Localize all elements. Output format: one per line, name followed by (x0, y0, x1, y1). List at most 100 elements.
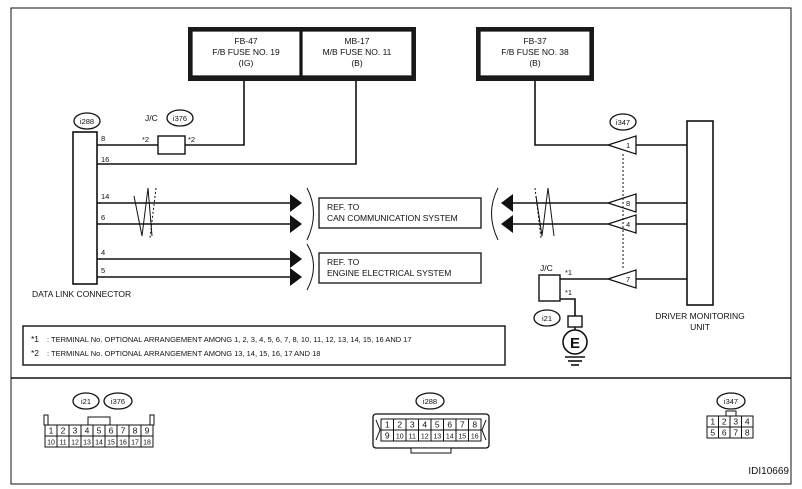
fuse-box-right: FB-37 F/B FUSE NO. 38 (B) (476, 27, 594, 81)
fuse-fb37 (479, 30, 591, 77)
ref-box-can (318, 197, 482, 229)
figure-id: IDI10669 (748, 466, 789, 477)
face2-guide-right (481, 419, 487, 441)
face3-pin-label-2: 2 (722, 417, 727, 427)
fuse-fb37-line1: FB-37 (523, 36, 546, 46)
face1-pin-label-6: 6 (109, 426, 114, 436)
ref-can-line2: CAN COMMUNICATION SYSTEM (327, 213, 458, 223)
fuse-fb37-line3: (B) (529, 58, 541, 68)
jc-label-top: J/C (145, 113, 158, 123)
dmu-terminal-1 (605, 135, 637, 155)
face1-pin-label-10: 10 (47, 440, 55, 447)
face-tag-i376-label: i376 (111, 397, 125, 406)
face2-pin-label-13: 13 (433, 434, 441, 441)
face2-cell-16 (468, 429, 482, 442)
ref-can-line1: REF. TO (327, 202, 360, 212)
twisted-pair-right (535, 187, 555, 237)
dmu-terminal-4 (605, 214, 637, 234)
fuse-box-left: FB-47 F/B FUSE NO. 19 (IG) MB-17 M/B FUS… (188, 27, 416, 81)
face3-pin-label-1: 1 (710, 417, 715, 427)
bracket-can-right (491, 187, 499, 241)
wire-jc-to-ground (560, 298, 576, 316)
dmu-terminal-8 (605, 193, 637, 213)
face3-pin-label-6: 6 (722, 428, 727, 438)
arrow-pin14 (290, 194, 302, 212)
dlc-pin-5: 5 (101, 266, 105, 275)
twisted-pair-shield-left (149, 187, 157, 239)
dlc-pin-4: 4 (101, 248, 105, 257)
ref-engine-line2: ENGINE ELECTRICAL SYSTEM (327, 268, 451, 278)
connector-tag-i21-label: i21 (542, 314, 552, 323)
dmu-label-line2: UNIT (690, 322, 710, 332)
face1-pin-label-4: 4 (85, 426, 90, 436)
face-tag-i21 (72, 392, 100, 410)
fuse-fb47-line2: F/B FUSE NO. 19 (212, 47, 280, 57)
data-link-connector-label: DATA LINK CONNECTOR (32, 289, 131, 299)
dlc-pin-16: 16 (101, 155, 109, 164)
fuse-mb17 (301, 30, 413, 77)
diagram-frame (10, 7, 792, 485)
connector-tag-i376 (166, 109, 194, 127)
face1-pin-label-16: 16 (119, 440, 127, 447)
jc-star1-top: *1 (565, 268, 572, 277)
face2-pin-label-2: 2 (397, 420, 402, 430)
fuse-fb47-line1: FB-47 (234, 36, 257, 46)
fuse-fb47 (191, 30, 301, 77)
note2-mark: *2 (31, 348, 39, 358)
dmu-pin-7: 7 (626, 275, 630, 284)
face1-pin-label-17: 17 (131, 440, 139, 447)
face2-pin-label-11: 11 (409, 434, 416, 441)
connector-tag-i347 (609, 113, 637, 131)
bracket-engine-left (306, 243, 314, 291)
note1-text: : TERMINAL No. OPTIONAL ARRANGEMENT AMON… (47, 335, 412, 344)
twisted-pair-shield-right (534, 187, 542, 239)
wire-pin16-to-mb17 (97, 81, 357, 165)
dmu-pin-4: 4 (626, 220, 630, 229)
driver-monitoring-unit (686, 120, 714, 306)
arrow-pin6 (290, 215, 302, 233)
twisted-pair-left (133, 187, 153, 237)
face2-pin-label-9: 9 (385, 431, 390, 441)
jc-star2-right: *2 (188, 135, 195, 144)
face1-pin-label-11: 11 (59, 440, 66, 447)
face3-pin-label-8: 8 (745, 428, 750, 438)
wire-fb37-to-dmu-pin1 (534, 81, 608, 146)
fuse-mb17-line3: (B) (351, 58, 363, 68)
face2-pin-label-7: 7 (460, 420, 465, 430)
ground-label: E (570, 335, 580, 352)
connector-tag-i288 (73, 112, 101, 130)
fuse-fb37-line2: F/B FUSE NO. 38 (501, 47, 569, 57)
face-tag-i376 (103, 392, 133, 410)
ground-terminal (567, 315, 583, 328)
connector-tag-i376-label: i376 (173, 114, 187, 123)
dmu-label-line1: DRIVER MONITORING (655, 311, 745, 321)
face1-pin-label-13: 13 (83, 440, 91, 447)
face1-latch-left (43, 414, 49, 426)
face3-pin-label-4: 4 (745, 417, 750, 427)
joint-connector-i376 (157, 135, 186, 155)
face3-pin-label-5: 5 (710, 428, 715, 438)
connector-tag-i21 (533, 309, 561, 327)
face1-cell-18 (140, 435, 154, 448)
dlc-pin-14: 14 (101, 192, 109, 201)
fuse-mb17-line2: M/B FUSE NO. 11 (323, 47, 392, 57)
face2-pin-label-16: 16 (471, 434, 479, 441)
face-tag-i21-label: i21 (81, 397, 91, 406)
data-link-connector (72, 131, 98, 285)
face-tag-i288-label: i288 (423, 397, 437, 406)
face1-pin-label-7: 7 (121, 426, 126, 436)
connector-tag-i347-label: i347 (616, 118, 630, 127)
face3-pin-label-3: 3 (733, 417, 738, 427)
fuse-mb17-line1: MB-17 (344, 36, 369, 46)
face3-pin-label-7: 7 (733, 428, 738, 438)
face2-pin-label-6: 6 (447, 420, 452, 430)
connector-tag-i288-label: i288 (80, 117, 94, 126)
face2-pin-label-15: 15 (458, 434, 466, 441)
jc-label-bottom: J/C (540, 263, 553, 273)
bracket-can-left (306, 187, 314, 241)
face2-pin-label-14: 14 (446, 434, 454, 441)
note2-text: : TERMINAL No. OPTIONAL ARRANGEMENT AMON… (47, 349, 320, 358)
